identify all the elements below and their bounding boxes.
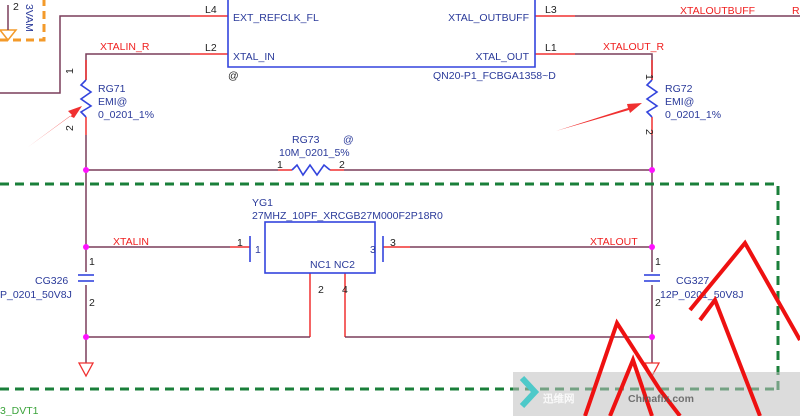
pin-label: 2 (643, 129, 655, 135)
net-label-xtalin-r: XTALIN_R (100, 41, 150, 53)
net-label-3vam: 3VAM (23, 4, 35, 32)
resistor-rg73[interactable]: 1 2 RG73 @ 10M_0201_5% (277, 134, 354, 177)
pin-label: 1 (643, 74, 655, 80)
value-label: 10M_0201_5% (279, 147, 350, 159)
resistor-icon (79, 79, 93, 118)
ic-pin-number-l1: L1 (545, 42, 557, 54)
ic-at-mark: @ (228, 70, 239, 82)
pin-label: 2 (318, 284, 324, 296)
pin-label: 2 (339, 159, 345, 171)
junctions (83, 167, 655, 340)
ic-pin-ext-refclk: EXT_REFCLK_FL (233, 12, 319, 24)
ref-label: RG71 (98, 83, 126, 95)
arrow-icon (556, 103, 642, 131)
net-label-xtalout-r: XTALOUT_R (603, 41, 664, 53)
pin-label: 1 (64, 68, 76, 74)
option-label: EMI@ (98, 96, 127, 108)
pin-label: 2 (89, 297, 95, 309)
pin-label: 2 (655, 297, 661, 309)
pin-label: 4 (342, 284, 348, 296)
pin-label: 1 (255, 244, 261, 256)
pin-label: 2 (13, 1, 19, 13)
region-label: 3_DVT1 (0, 405, 39, 416)
value-label: P_0201_50V8J (0, 289, 72, 301)
pin-label: 2 (64, 125, 76, 131)
ref-label: RG72 (665, 83, 693, 95)
ic-pin-xtal-in: XTAL_IN (233, 51, 275, 63)
crystal-yg1[interactable]: YG1 27MHZ_10PF_XRCGB27M000F2P18R0 1 3 1 … (237, 197, 443, 296)
ic-pin-number-l2: L2 (205, 42, 217, 54)
option-label: EMI@ (665, 96, 694, 108)
crystal-icon (264, 221, 376, 274)
ref-label: CG327 (676, 275, 709, 287)
net-label-xtalout: XTALOUT (590, 236, 638, 248)
ic-pin-xtal-out: XTAL_OUT (476, 51, 530, 63)
pin-label: 1 (237, 237, 243, 249)
resistor-rg72[interactable]: 1 2 RG72 EMI@ 0_0201_1% (643, 74, 721, 135)
pin-label: 1 (89, 256, 95, 268)
net-label-cut: R (792, 5, 800, 17)
arrow-icon (28, 106, 82, 147)
value-label: 0_0201_1% (98, 109, 154, 121)
ref-label: RG73 (292, 134, 320, 146)
ic-pin-number-l3: L3 (545, 4, 557, 16)
watermark: 迅维网 Chinafix.com (513, 239, 800, 416)
watermark-en: Chinafix.com (628, 393, 694, 405)
capacitor-cg326[interactable]: 1 2 CG326 P_0201_50V8J (0, 256, 95, 309)
ref-label: YG1 (252, 197, 273, 209)
wires (0, 15, 800, 363)
region-boundary (0, 182, 780, 395)
resistor-icon (645, 79, 659, 118)
resistor-rg71[interactable]: 1 2 RG71 EMI@ 0_0201_1% (64, 68, 154, 131)
ic-qn20[interactable]: EXT_REFCLK_FL XTAL_IN XTAL_OUTBUFF XTAL_… (205, 0, 557, 82)
ref-label: CG326 (35, 275, 68, 287)
annotation-arrows (28, 103, 642, 147)
watermark-cn: 迅维网 (543, 392, 575, 405)
pin-label: 1 (655, 256, 661, 268)
ic-part-number: QN20-P1_FCBGA1358~D (433, 70, 556, 82)
pin-label: 3 (370, 244, 376, 256)
nc-label: NC1 NC2 (310, 259, 355, 271)
power-region-box: 2 3VAM (0, 0, 46, 42)
ic-pin-xtal-outbuff: XTAL_OUTBUFF (448, 12, 529, 24)
option-label: @ (343, 134, 354, 146)
value-label: 27MHZ_10PF_XRCGB27M000F2P18R0 (252, 210, 443, 222)
ground-icon (77, 362, 95, 378)
pin-label: 3 (390, 237, 396, 249)
ic-pin-number-l4: L4 (205, 4, 217, 16)
resistor-icon (291, 163, 331, 177)
value-label: 0_0201_1% (665, 109, 721, 121)
net-label-xtalin: XTALIN (113, 236, 149, 248)
logo-icon (519, 375, 540, 409)
pin-label: 1 (277, 159, 283, 171)
net-label-xtaloutbuff: XTALOUTBUFF (680, 5, 755, 17)
